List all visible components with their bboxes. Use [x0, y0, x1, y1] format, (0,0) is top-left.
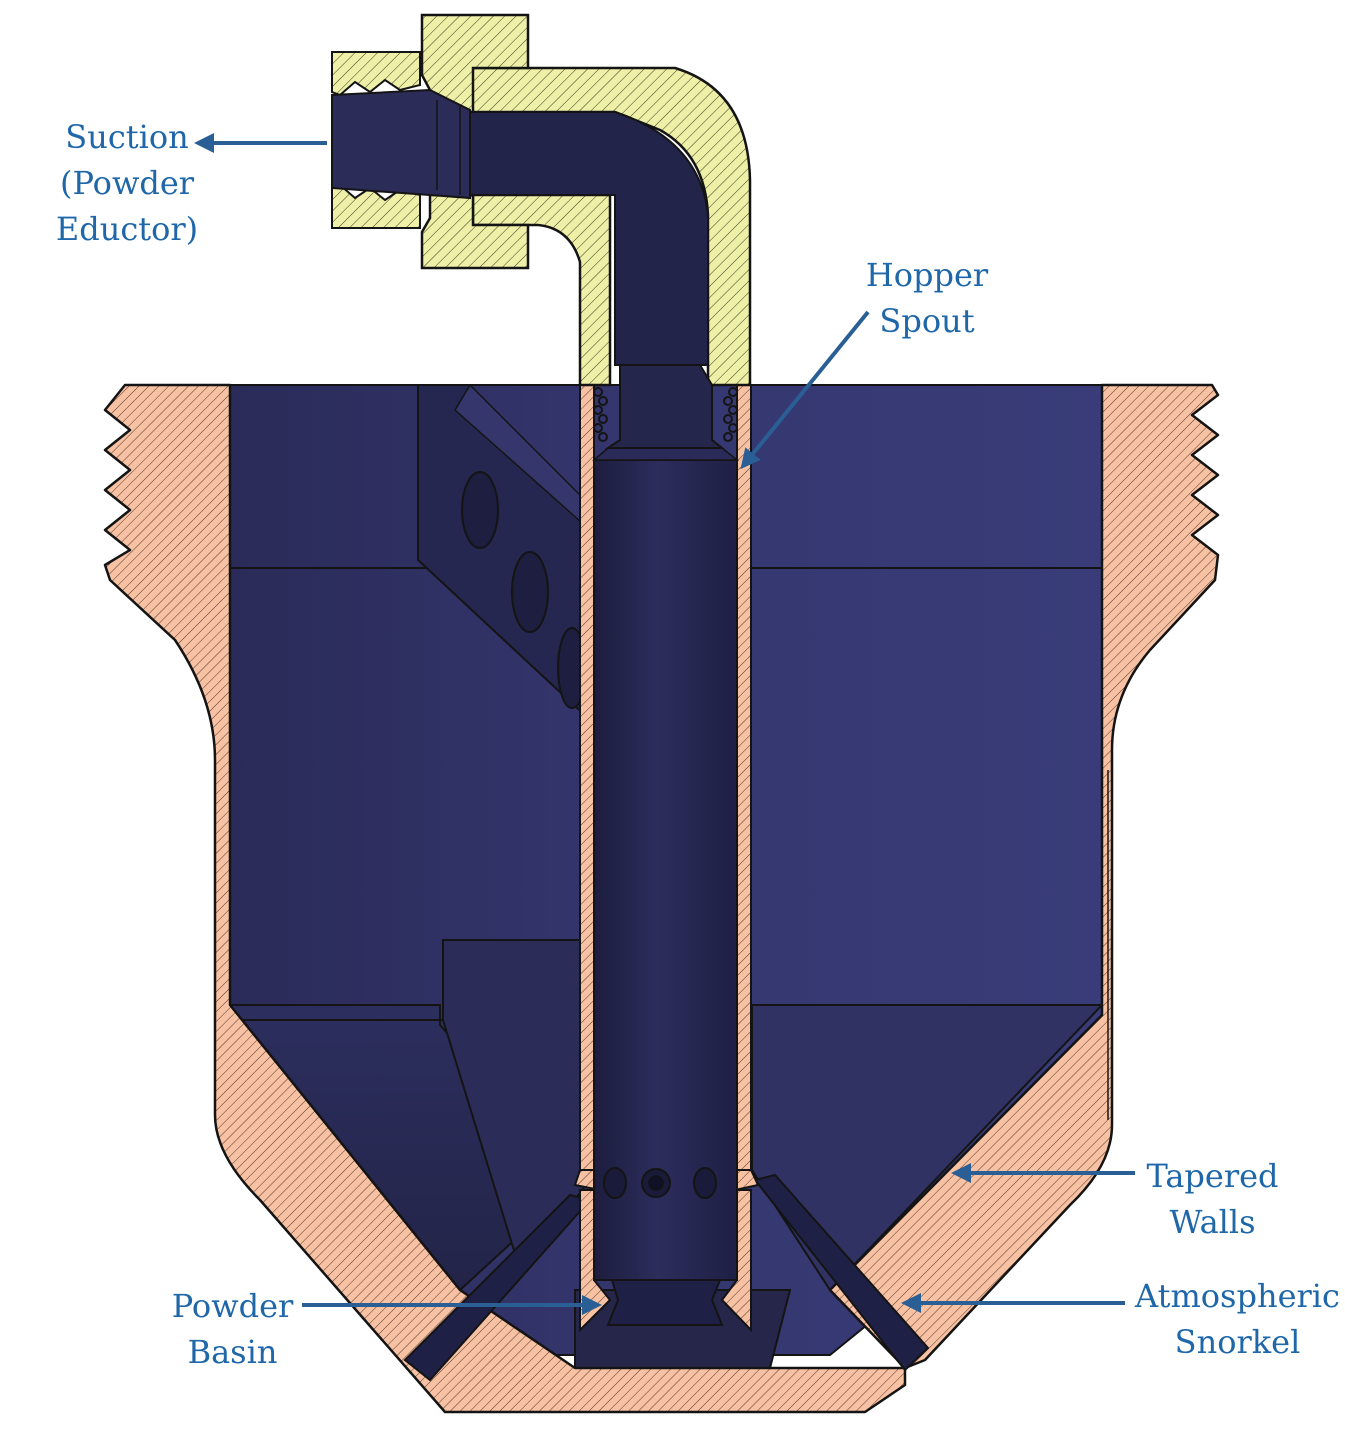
suction-elbow-fitting — [331, 13, 752, 449]
atmospheric-snorkel-label: Atmospheric Snorkel — [1135, 1277, 1340, 1361]
annotation-arrows — [194, 133, 1135, 1315]
hopper-spout-arrow — [740, 310, 870, 470]
hopper-outer-wall — [103, 383, 1220, 1414]
tapered-walls-label: Tapered Walls — [1146, 1157, 1279, 1241]
hopper-spout-tube — [573, 384, 760, 1333]
powder-basin-label: Powder Basin — [171, 1287, 294, 1371]
hopper-spout-label: Hopper Spout — [865, 256, 989, 340]
suction-label: Suction (Powder Eductor) — [55, 118, 199, 248]
